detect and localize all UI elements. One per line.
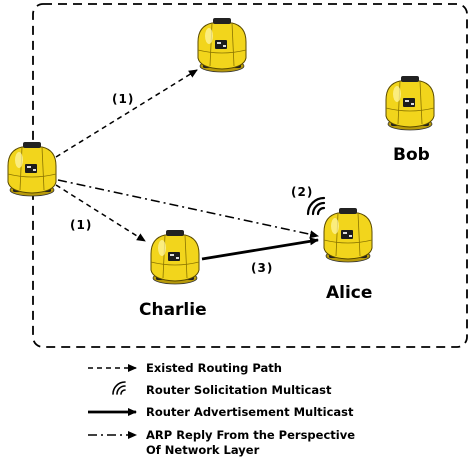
network-boundary <box>32 3 468 348</box>
step-label-1-top: (1) <box>112 92 134 106</box>
legend: Existed Routing Path Router Solicitation… <box>88 361 355 457</box>
node-label-charlie: Charlie <box>139 300 207 320</box>
node-label-bob: Bob <box>393 145 430 165</box>
routing-path-top <box>55 69 198 158</box>
router-source <box>7 141 57 197</box>
solicitation-wave-icon <box>306 196 326 216</box>
step-label-3: (3) <box>251 261 273 275</box>
router-charlie <box>150 229 200 285</box>
step-label-2: (2) <box>291 185 313 199</box>
router-alice <box>323 207 373 263</box>
legend-label-existed-routing-path: Existed Routing Path <box>146 361 282 375</box>
arp-reply-path <box>57 179 319 239</box>
legend-label-router-solicitation: Router Solicitation Multicast <box>146 383 332 397</box>
legend-label-router-advertisement: Router Advertisement Multicast <box>146 405 354 419</box>
legend-wave-icon <box>112 381 126 395</box>
step-label-1-bottom: (1) <box>70 218 92 232</box>
routing-path-charlie <box>55 184 146 242</box>
legend-label-arp-reply-line2: Of Network Layer <box>146 443 260 457</box>
router-advertisement-path <box>201 237 319 261</box>
router-top <box>197 17 247 73</box>
node-label-alice: Alice <box>326 283 372 303</box>
router-bob <box>385 75 435 131</box>
legend-label-arp-reply-line1: ARP Reply From the Perspective <box>146 428 355 442</box>
